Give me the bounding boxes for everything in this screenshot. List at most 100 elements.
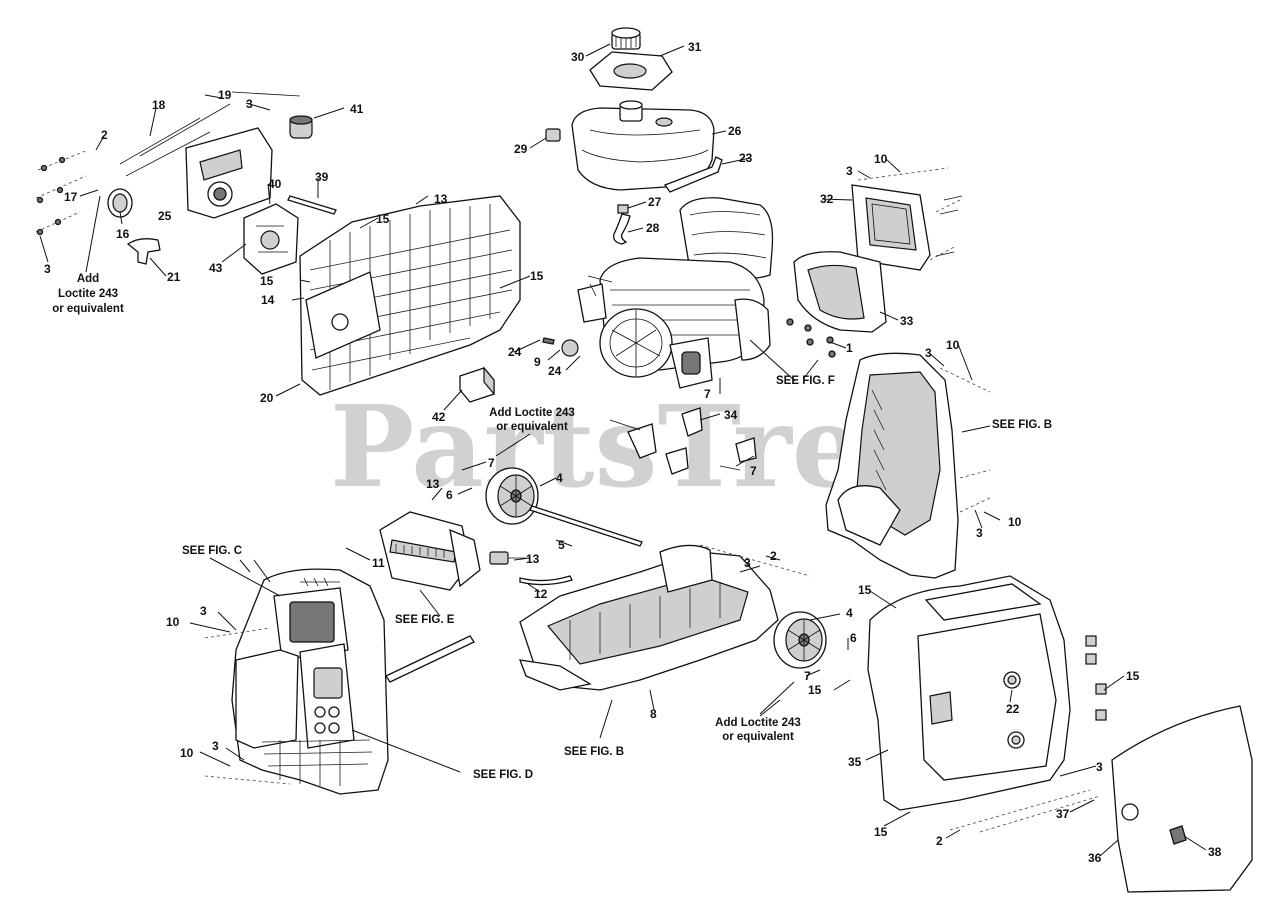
clips-15-right[interactable]: [1085, 635, 1107, 721]
callout-27: 27: [648, 195, 662, 209]
callout-21: 21: [167, 270, 181, 284]
callout-2-ul: 2: [101, 128, 108, 142]
callout-38: 38: [1208, 845, 1222, 859]
callout-7-e: 7: [804, 669, 811, 683]
callout-17: 17: [64, 190, 78, 204]
grommet-9[interactable]: [561, 339, 579, 357]
ground-cable-12[interactable]: [519, 575, 573, 586]
front-control-panel[interactable]: [231, 568, 389, 795]
loctite-low-2: or equivalent: [722, 731, 794, 743]
tank-strap-23[interactable]: [663, 156, 723, 193]
loctite-ul-3: or equivalent: [52, 303, 124, 315]
callout-24-a: 24: [508, 345, 522, 359]
callout-10-tr: 10: [874, 152, 888, 166]
see-fig-b-right: SEE FIG. B: [992, 419, 1052, 431]
fuel-tank-26[interactable]: [571, 100, 715, 191]
choke-handle-21[interactable]: [126, 238, 161, 265]
callout-25: 25: [158, 209, 172, 223]
callout-6-b: 6: [850, 631, 857, 645]
loctite-ul-1: Add: [77, 273, 99, 285]
hose-clamp-27[interactable]: [617, 204, 629, 214]
callout-35: 35: [848, 755, 862, 769]
connector-13[interactable]: [489, 551, 526, 565]
see-fig-f: SEE FIG. F: [776, 375, 835, 387]
inverter-module[interactable]: [379, 511, 481, 591]
choke-dial-16[interactable]: [107, 188, 133, 218]
screw-set-upper-left[interactable]: [35, 91, 301, 236]
callout-14: 14: [261, 293, 275, 307]
callout-32: 32: [820, 192, 834, 206]
callout-10-r: 10: [946, 338, 960, 352]
callout-15-rb: 15: [874, 825, 888, 839]
figure-references: SEE FIG. F SEE FIG. B SEE FIG. C SEE FIG…: [182, 359, 1052, 781]
callout-43: 43: [209, 261, 223, 275]
callout-10-l2: 10: [180, 746, 194, 760]
callout-39: 39: [315, 170, 329, 184]
callout-23: 23: [739, 151, 753, 165]
callout-12: 12: [534, 587, 548, 601]
air-duct-33[interactable]: [793, 251, 887, 333]
callout-18: 18: [152, 98, 166, 112]
center-frame-shroud[interactable]: [825, 352, 959, 579]
fuel-tank-group: [545, 27, 723, 245]
power-cord[interactable]: [385, 635, 475, 683]
end-cover-36[interactable]: [1111, 705, 1253, 893]
see-fig-c: SEE FIG. C: [182, 545, 242, 557]
washer-set-1[interactable]: [786, 318, 836, 358]
callout-11: 11: [372, 556, 385, 570]
callout-10-l: 10: [166, 615, 180, 629]
mount-brackets-34[interactable]: [609, 407, 757, 475]
callout-3-l3: 3: [212, 739, 219, 753]
base-frame[interactable]: [519, 544, 779, 691]
callout-1: 1: [846, 341, 853, 355]
loctite-low-1: Add Loctite 243: [715, 717, 801, 729]
side-panel-grid-20[interactable]: [299, 195, 521, 396]
callout-31: 31: [688, 40, 702, 54]
callout-34: 34: [724, 408, 738, 422]
callout-28: 28: [646, 221, 660, 235]
fuel-valve-bracket-40-43[interactable]: [243, 203, 299, 275]
callout-22: 22: [1006, 702, 1020, 716]
engine-assembly[interactable]: [577, 197, 774, 389]
callout-15-low: 15: [808, 683, 822, 697]
fuel-cap-30[interactable]: [611, 27, 641, 50]
callout-36: 36: [1088, 851, 1102, 865]
callout-40: 40: [268, 177, 282, 191]
wheel-4-right[interactable]: [773, 611, 827, 669]
callout-15-side: 15: [530, 269, 544, 283]
control-panel-cover-25[interactable]: [185, 127, 273, 219]
callout-24-b: 24: [548, 364, 562, 378]
right-side-panel-35[interactable]: [867, 575, 1071, 811]
callout-3-r: 3: [925, 346, 932, 360]
callout-42: 42: [432, 410, 446, 424]
callout-labels: 30 31 26 29 23 27 28 3 10 32 33 1 3 10 1…: [44, 40, 1222, 865]
see-fig-b-bottom: SEE FIG. B: [564, 746, 624, 758]
loctite-c-1: Add Loctite 243: [489, 407, 575, 419]
loctite-ul-2: Loctite 243: [58, 288, 118, 300]
linkage-rod-39[interactable]: [287, 195, 337, 215]
callout-4-b: 4: [846, 606, 853, 620]
relay-42[interactable]: [459, 366, 495, 403]
vent-29[interactable]: [545, 128, 561, 142]
fuel-cap-bezel-31[interactable]: [589, 51, 673, 91]
screw-set-top-right[interactable]: [857, 167, 963, 261]
air-filter-cover-32[interactable]: [851, 184, 931, 271]
switch-knob-41[interactable]: [289, 115, 313, 139]
callout-3-r2: 3: [976, 526, 983, 540]
callout-16: 16: [116, 227, 130, 241]
axle-5[interactable]: [529, 505, 643, 547]
screw-24[interactable]: [542, 337, 555, 345]
leaders: [39, 43, 1207, 857]
see-fig-d: SEE FIG. D: [473, 769, 533, 781]
fuel-hose-28[interactable]: [613, 213, 631, 245]
callout-20: 20: [260, 391, 274, 405]
callout-2-mid: 2: [770, 549, 777, 563]
screw-line-mid: [699, 544, 811, 577]
callout-2-rb: 2: [936, 834, 943, 848]
callout-3-l2: 3: [200, 604, 207, 618]
wheel-4-left[interactable]: [485, 467, 539, 525]
callout-33: 33: [900, 314, 914, 328]
callout-26: 26: [728, 124, 742, 138]
callout-7-b: 7: [750, 464, 757, 478]
